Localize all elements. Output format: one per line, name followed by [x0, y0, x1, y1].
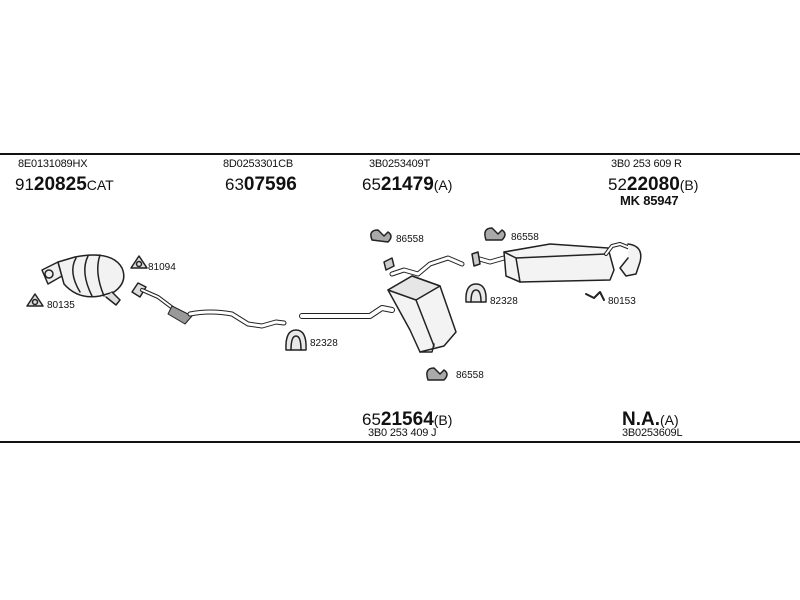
part-number-rear-silencer[interactable]: 5222080(B) [608, 174, 698, 196]
middle-silencer[interactable] [383, 255, 465, 353]
intermediate-pipe[interactable] [299, 305, 395, 319]
bottom-rule [0, 441, 800, 443]
top-rule [0, 153, 800, 155]
oe-number-catalyst: 8E0131089HX [18, 158, 88, 170]
part-bold: 21564 [380, 409, 434, 430]
gasket-81094[interactable] [130, 255, 148, 269]
part-suffix: CAT [86, 177, 114, 193]
part-bold: N.A. [622, 409, 660, 430]
clamp-82328-left[interactable] [285, 329, 307, 351]
part-bold: 07596 [243, 174, 297, 195]
tag-86558-c: 86558 [456, 370, 484, 381]
part-prefix: 65 [362, 175, 381, 194]
front-pipe[interactable] [131, 282, 287, 329]
part-prefix: 65 [362, 410, 381, 429]
tag-86558-a: 86558 [396, 234, 424, 245]
part-suffix: (A) [660, 412, 679, 428]
tag-86558-b: 86558 [511, 232, 539, 243]
oe-number-front-pipe: 8D0253301CB [223, 158, 293, 170]
oe-number-rear-silencer-alt: 3B0253609L [622, 427, 683, 439]
part-bold: 20825 [33, 174, 87, 195]
part-bold: 21479 [380, 174, 434, 195]
part-bold: 22080 [626, 174, 680, 195]
tag-80135: 80135 [47, 300, 75, 311]
hanger-86558-c[interactable] [426, 367, 448, 381]
mounting-kit-number: MK 85947 [620, 193, 679, 208]
gasket-80135[interactable] [26, 293, 44, 307]
part-prefix: 63 [225, 175, 244, 194]
part-prefix: 52 [608, 175, 627, 194]
hanger-80153[interactable] [585, 291, 605, 301]
oe-number-rear-silencer: 3B0 253 609 R [611, 158, 682, 170]
part-number-front-pipe[interactable]: 6307596 [225, 174, 297, 196]
oe-number-middle-silencer-alt: 3B0 253 409 J [368, 427, 437, 439]
part-number-middle-silencer[interactable]: 6521479(A) [362, 174, 452, 196]
hanger-86558-a[interactable] [370, 229, 392, 243]
hanger-86558-b[interactable] [484, 227, 506, 241]
part-number-catalyst[interactable]: 9120825CAT [15, 174, 114, 196]
clamp-82328-right[interactable] [465, 283, 487, 303]
part-number-rear-silencer-alt[interactable]: N.A.(A) [622, 409, 679, 431]
part-suffix: (A) [433, 177, 453, 193]
tag-80153: 80153 [608, 296, 636, 307]
tag-82328-right: 82328 [490, 296, 518, 307]
oe-number-middle-silencer: 3B0253409T [369, 158, 430, 170]
tag-82328-left: 82328 [310, 338, 338, 349]
part-prefix: 91 [15, 175, 34, 194]
part-suffix: (B) [433, 412, 453, 428]
part-suffix: (B) [679, 177, 699, 193]
catalytic-converter[interactable] [41, 254, 125, 306]
rear-silencer[interactable] [471, 242, 642, 283]
tag-81094: 81094 [148, 262, 176, 273]
part-number-middle-silencer-alt[interactable]: 6521564(B) [362, 409, 452, 431]
